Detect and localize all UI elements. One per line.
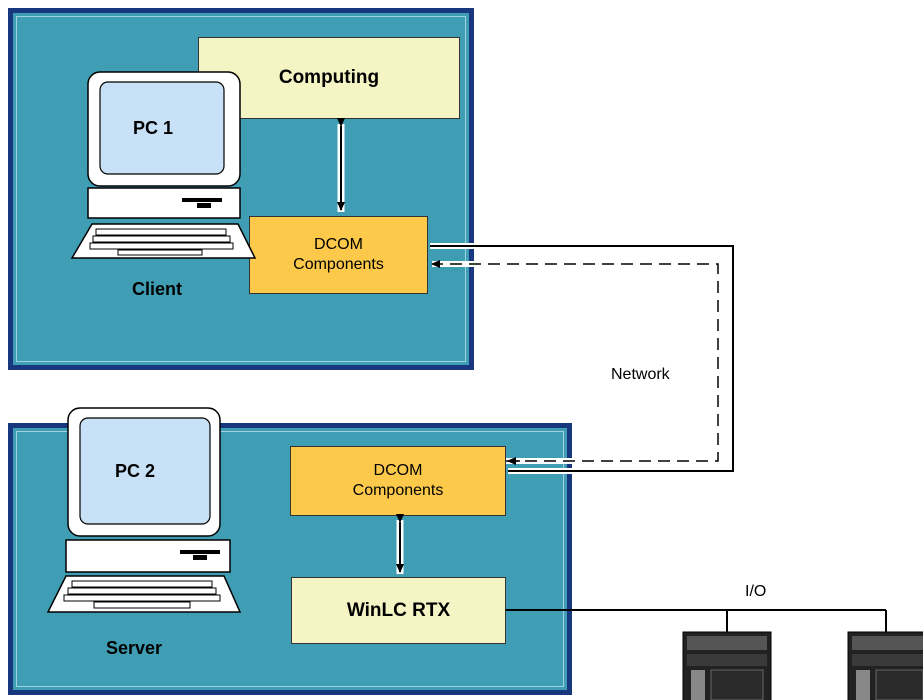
plc-module-1 — [682, 631, 772, 700]
client-dcom-line1: DCOM — [314, 236, 363, 253]
pc1-label: PC 1 — [133, 118, 174, 138]
pc2-computer-icon — [46, 407, 242, 613]
io-label: I/O — [745, 583, 767, 600]
client-dcom-box: DCOM Components — [249, 216, 428, 294]
client-dcom-line2: Components — [293, 256, 384, 273]
server-label: Server — [106, 638, 163, 658]
network-solid-link — [430, 243, 736, 474]
winlc-box: WinLC RTX — [291, 577, 506, 644]
winlc-label: WinLC RTX — [346, 599, 451, 621]
pc2-label: PC 2 — [115, 461, 156, 481]
client-label: Client — [132, 279, 183, 299]
network-dashed-link — [431, 260, 719, 462]
computing-label: Computing — [278, 67, 380, 88]
network-label: Network — [611, 366, 670, 383]
computing-box: Computing — [198, 37, 460, 119]
plc-module-2 — [847, 631, 923, 700]
server-dcom-line1: DCOM — [373, 462, 423, 479]
server-dcom-line2: Components — [352, 482, 444, 499]
pc1-computer-icon — [70, 71, 257, 259]
